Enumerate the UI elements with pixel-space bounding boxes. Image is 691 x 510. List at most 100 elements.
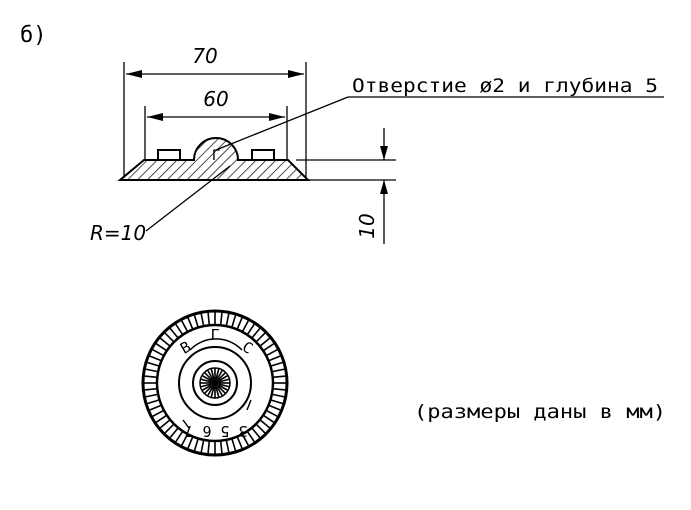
hub-serration <box>218 374 229 382</box>
knurl-inner-ring <box>155 323 275 443</box>
knurl-tick <box>169 428 179 439</box>
knurl-tick <box>273 387 286 391</box>
knurl-tick <box>260 419 271 429</box>
knurl-tick <box>263 415 275 424</box>
knurl-tick <box>269 404 281 411</box>
section-view: 70 60 Г Отверстие ø2 и глубина 5 R=10 10 <box>90 44 664 245</box>
knurl-tick <box>164 332 174 342</box>
knurl-tick <box>251 428 261 439</box>
hub-serration <box>200 378 212 383</box>
radius-label: R=10 <box>90 221 146 245</box>
arc-tick-right <box>246 399 252 411</box>
hub-serration <box>218 378 230 383</box>
arrow-70-left <box>126 70 142 78</box>
knurl-tick <box>236 437 243 449</box>
hub-serrations <box>200 368 230 398</box>
knurl-tick <box>159 337 170 347</box>
hub-serration <box>201 384 212 392</box>
knurl-tick <box>231 439 237 452</box>
knurl-tick <box>187 317 194 329</box>
knurl-tick <box>225 440 230 453</box>
hub-serration <box>218 383 230 388</box>
knurl-tick <box>152 410 164 418</box>
knurl-tick <box>207 312 211 325</box>
center-hole <box>211 379 219 387</box>
label-g: Г <box>210 326 219 344</box>
hub-serration <box>210 386 215 398</box>
knurl-tick <box>247 323 256 335</box>
hub-serration <box>206 386 214 397</box>
knurl-tick <box>193 439 199 452</box>
arc-tick-left <box>182 419 190 429</box>
knurled-edge <box>144 312 286 454</box>
arrow-60-right <box>269 113 285 121</box>
knurl-tick <box>174 431 183 443</box>
label-arc <box>189 338 243 351</box>
knurl-tick <box>266 410 278 418</box>
knurl-tick <box>149 404 161 411</box>
top-view: В Г С 3 5 6 7 <box>141 309 289 457</box>
knurl-tick <box>155 342 167 351</box>
hub-serration <box>215 368 220 380</box>
knurl-tick <box>207 441 211 454</box>
stud-left <box>157 149 181 161</box>
radius-leader <box>145 165 231 232</box>
knurl-tick <box>242 320 250 332</box>
knurl-tick <box>200 313 205 326</box>
knurl-tick <box>159 419 170 429</box>
knurl-tick <box>180 434 188 446</box>
knurl-tick <box>260 337 271 347</box>
knurl-tick <box>187 437 194 449</box>
knurl-tick <box>146 361 159 367</box>
dimension-10: 10 <box>355 213 379 238</box>
arc-numbers: 3 5 6 7 <box>184 422 247 440</box>
outer-ring <box>141 309 289 457</box>
hub-serration <box>210 368 215 380</box>
callout-leader <box>215 96 349 151</box>
part-section <box>117 137 311 181</box>
knurl-tick <box>219 312 223 325</box>
hub-serration <box>203 385 213 395</box>
arrow-70-right <box>288 70 304 78</box>
knurl-tick <box>145 368 158 373</box>
arrow-10-top <box>380 146 388 160</box>
knurl-tick <box>251 327 261 338</box>
hub-serration <box>216 369 224 380</box>
knurl-tick <box>236 317 243 329</box>
knurl-tick <box>266 348 278 356</box>
hub-serration <box>216 386 224 397</box>
hub-serration <box>201 374 212 382</box>
hub-serration <box>215 386 220 398</box>
hub-ring <box>192 360 238 406</box>
knurl-tick <box>169 327 179 338</box>
knurl-tick <box>149 355 161 362</box>
hub-serration <box>200 383 212 388</box>
knurl-tick <box>272 393 285 398</box>
arrow-60-left <box>147 113 163 121</box>
knurl-tick <box>269 355 281 362</box>
knurl-tick <box>271 399 284 405</box>
knurl-tick <box>193 314 199 327</box>
knurl-tick <box>155 415 167 424</box>
knurl-tick <box>180 320 188 332</box>
knurl-tick <box>271 361 284 367</box>
knurl-tick <box>256 332 266 342</box>
knurl-tick <box>219 441 223 454</box>
knurl-tick <box>231 314 237 327</box>
hub-serration <box>203 371 213 381</box>
knurl-tick <box>144 375 157 379</box>
arrow-10-bottom <box>380 180 388 194</box>
hub-serration <box>217 385 227 395</box>
knurl-tick <box>174 323 183 335</box>
stud-right <box>251 149 275 161</box>
hole-callout: Отверстие ø2 и глубина 5 <box>352 75 658 97</box>
units-note: (размеры даны в мм) <box>414 401 666 423</box>
dimension-70: 70 <box>192 44 217 68</box>
knurl-tick <box>146 399 159 405</box>
hub-serration <box>217 371 227 381</box>
knurl-tick <box>145 393 158 398</box>
hub-serration <box>206 369 214 380</box>
knurl-tick <box>144 387 157 391</box>
